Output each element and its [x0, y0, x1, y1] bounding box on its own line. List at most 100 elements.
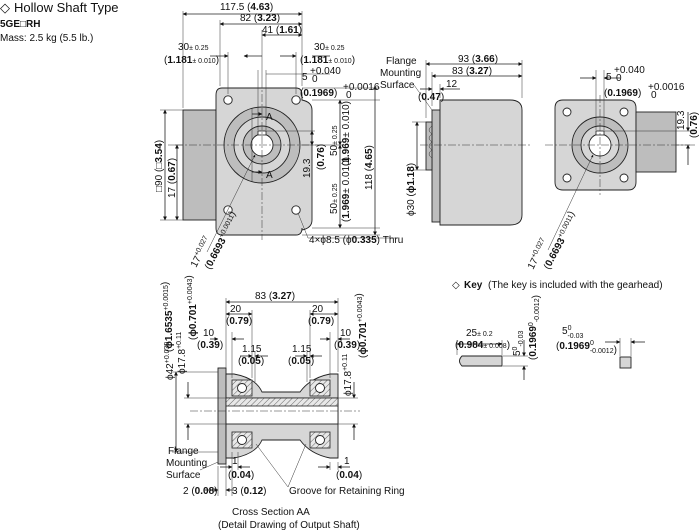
right-view: 5 +0.040 0 (0.1969) +0.0016 0 19.3 (0.76… — [526, 65, 700, 271]
section-dim-3: 3 (0.12) — [232, 486, 266, 497]
side-dim-12: 12 — [446, 79, 458, 90]
mounting-hole — [619, 173, 629, 183]
side-flange-label-3: Surface — [380, 80, 415, 91]
section-dim-10-left: 10 — [203, 328, 215, 339]
side-flange-plate — [431, 109, 441, 223]
section-dim-20-right-inch: (0.79) — [308, 316, 334, 327]
svg-text:0: 0 — [346, 90, 352, 101]
section-flange — [217, 367, 227, 465]
right-body — [635, 111, 677, 173]
section-dim-1-15-left: 1.15 — [242, 344, 262, 355]
section-dim-20-left-inch: (0.79) — [226, 316, 252, 327]
section-caption-sub: (Detail Drawing of Output Shaft) — [218, 520, 360, 531]
key-end-view — [619, 356, 632, 369]
section-mark-bottom: A — [266, 170, 273, 181]
dim-30-right-inch: (1.181± 0.010) — [300, 55, 355, 66]
mounting-hole — [291, 95, 301, 105]
section-dim-10-left-inch: (0.39) — [197, 340, 223, 351]
dim-30-right: 30± 0.25 — [314, 42, 345, 53]
groove-label: Groove for Retaining Ring — [289, 486, 405, 497]
side-dim-83: 83 (3.27) — [452, 66, 492, 77]
right-keyway-width-inch: (0.1969) — [604, 88, 641, 99]
right-dim-19-3-inch: (0.76) — [689, 112, 700, 138]
side-dim-12-inch: (0.47) — [418, 92, 444, 103]
section-dim-1-left: 1 — [232, 456, 238, 467]
side-flange-label-1: Flange — [386, 56, 417, 67]
svg-text:0: 0 — [616, 73, 622, 84]
mass-label: Mass: 2.5 kg (5.5 lb.) — [0, 33, 93, 44]
right-keyway-width: 5 — [606, 72, 612, 83]
keyway-width-inch: (0.1969) — [300, 88, 337, 99]
dim-50-bottom-inch: (1.969± 0.010) — [341, 157, 352, 222]
front-view: A A 117.5 (4.63) 82 (3.23) 41 (1.61) 30±… — [154, 2, 403, 271]
section-dim-phi42-inch: (ϕ1.6535+0.0015) — [160, 282, 175, 352]
svg-text:+0.040: +0.040 — [614, 65, 645, 76]
key-length-inch: (0.984± 0.008) — [455, 340, 510, 351]
section-flange-label-3: Surface — [166, 470, 201, 481]
section-keyway-hatch — [225, 397, 339, 407]
section-dim-1-15-left-inch: (0.05) — [238, 356, 264, 367]
side-flange-label-2: Mounting — [380, 68, 421, 79]
mounting-hole — [562, 173, 572, 183]
dim-30-left-inch: (1.181± 0.010) — [164, 55, 219, 66]
dim-82: 82 (3.23) — [240, 13, 280, 24]
mounting-hole — [562, 107, 572, 117]
key-length: 25± 0.2 — [466, 328, 493, 339]
section-dim-20-left: 20 — [230, 304, 242, 315]
section-dim-1-left-inch: (0.04) — [228, 470, 254, 481]
section-flange-label-2: Mounting — [166, 458, 207, 469]
key-side-view — [459, 355, 503, 367]
section-dim-phi17-8-right: ϕ17.8+0.11 — [342, 354, 354, 396]
model-number: 5GE□RH — [0, 19, 41, 30]
section-dim-83: 83 (3.27) — [255, 291, 295, 302]
section-dim-1-right: 1 — [344, 456, 350, 467]
dim-50-top: 50± 0.25 — [329, 125, 340, 156]
side-body — [439, 99, 523, 226]
side-view: Flange Mounting Surface 93 (3.66) 83 (3.… — [380, 54, 530, 226]
svg-text:+0.040: +0.040 — [310, 66, 341, 77]
key-title: Key — [464, 280, 483, 291]
section-dim-20-right: 20 — [312, 304, 324, 315]
key-width: 50-0.03 — [562, 325, 584, 340]
bearing-ball — [237, 435, 247, 445]
svg-text:+0.0016: +0.0016 — [648, 82, 685, 93]
section-flange-label-1: Flange — [168, 446, 199, 457]
section-dim-1-right-inch: (0.04) — [336, 470, 362, 481]
dim-19-3-inch: (0.76) — [316, 144, 327, 170]
section-dim-phi42: ϕ42+0.039 — [164, 342, 176, 380]
drawing-title: Hollow Shaft Type — [14, 0, 119, 15]
mounting-hole — [619, 107, 629, 117]
dim-50-top-inch: (1.969± 0.010) — [341, 101, 352, 166]
keyway-width: 5 — [302, 72, 308, 83]
section-dim-10-right: 10 — [340, 328, 352, 339]
section-mark-top: A — [266, 112, 273, 123]
key-note: (The key is included with the gearhead) — [488, 280, 663, 291]
section-dim-1-15-right-inch: (0.05) — [288, 356, 314, 367]
section-caption: Cross Section AA — [232, 507, 310, 518]
dim-41: 41 (1.61) — [262, 25, 302, 36]
section-dim-phi17-8-left: ϕ17.8+0.11 — [176, 332, 188, 374]
dim-118: 118 (4.65) — [364, 145, 375, 190]
mounting-hole — [223, 95, 233, 105]
diamond-icon: ◇ — [0, 0, 10, 15]
section-dim-2: 2 (0.08) — [183, 486, 217, 497]
svg-text:0: 0 — [312, 74, 318, 85]
side-dim-phi30: ϕ30 (ϕ1.18) — [406, 163, 417, 216]
key-height: 50-0.03 — [512, 330, 525, 356]
bearing-ball — [315, 383, 325, 393]
key-detail: ◇ Key (The key is included with the gear… — [452, 280, 663, 380]
mounting-hole — [291, 205, 301, 215]
right-dim-19-3: 19.3 — [676, 110, 687, 130]
dim-17: 17 (0.67) — [167, 158, 178, 198]
key-height-inch: (0.19690-0.0012) — [528, 295, 542, 360]
holes-callout: 4×ϕ8.5 (ϕ0.335) Thru — [309, 235, 403, 246]
header: ◇ Hollow Shaft Type 5GE□RH Mass: 2.5 kg … — [0, 0, 119, 44]
bearing-ball — [237, 383, 247, 393]
cross-section-aa: 83 (3.27) 20 (0.79) 20 (0.79) 10 (0.39) … — [160, 275, 405, 531]
bearing-ball — [315, 435, 325, 445]
dim-19-3: 19.3 — [302, 158, 313, 178]
svg-text:+0.0016: +0.0016 — [343, 82, 380, 93]
diamond-icon: ◇ — [452, 280, 460, 291]
section-dim-phi17-8-left-inch: (ϕ0.701+0.0043) — [184, 275, 199, 340]
